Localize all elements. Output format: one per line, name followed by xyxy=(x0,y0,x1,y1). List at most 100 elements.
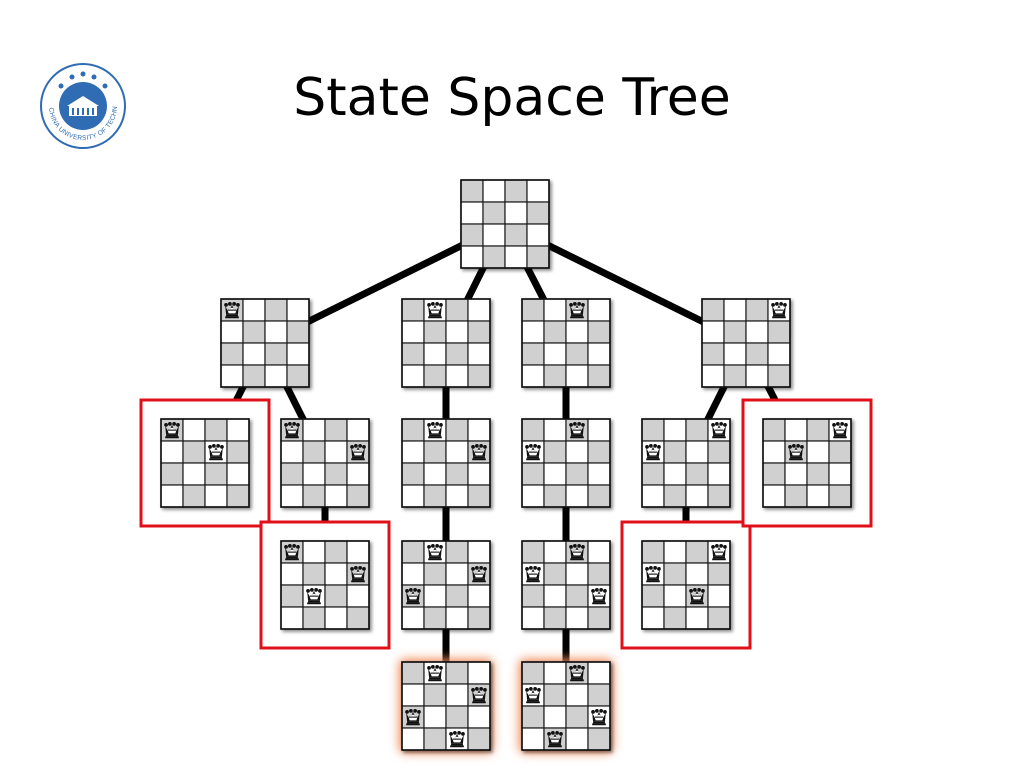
board-cell xyxy=(521,705,545,729)
board-cell xyxy=(467,484,491,508)
board-cell xyxy=(423,705,447,729)
board-cell xyxy=(745,342,769,366)
board-cell xyxy=(685,440,709,464)
board-cell xyxy=(401,462,425,486)
board-cell xyxy=(467,606,491,630)
board-cell xyxy=(445,298,469,322)
board-cell xyxy=(401,418,425,442)
board-cell xyxy=(521,342,545,366)
board-cell xyxy=(324,584,348,608)
board-cell xyxy=(220,320,244,344)
board-cell xyxy=(445,661,469,685)
board-cell xyxy=(423,462,447,486)
board-cell xyxy=(504,201,528,225)
board-cell xyxy=(467,320,491,344)
board-cell xyxy=(707,606,731,630)
board-cell xyxy=(641,462,665,486)
board-cell xyxy=(445,484,469,508)
board-cell xyxy=(204,462,228,486)
board-cell xyxy=(587,727,611,751)
board-cell xyxy=(160,462,184,486)
board-cell xyxy=(401,364,425,388)
board-cell xyxy=(543,584,567,608)
board-c1b xyxy=(280,418,370,508)
board-cell xyxy=(401,661,425,685)
board-cell xyxy=(423,484,447,508)
board-cell xyxy=(685,562,709,586)
board-cell xyxy=(346,418,370,442)
board-cell xyxy=(401,540,425,564)
board-cell xyxy=(641,606,665,630)
board-cell xyxy=(467,661,491,685)
board-cell xyxy=(280,484,304,508)
board-cell xyxy=(467,705,491,729)
board-cell xyxy=(784,462,808,486)
board-cell xyxy=(504,179,528,203)
board-cell xyxy=(767,364,791,388)
university-logo: 1952 SOUTH CHINA UNIVERSITY OF TECHNOLOG… xyxy=(36,57,127,150)
board-cell xyxy=(286,364,310,388)
board-cell xyxy=(565,705,589,729)
board-cell xyxy=(543,683,567,707)
board-cell xyxy=(423,342,447,366)
board-c3a1a xyxy=(521,661,611,751)
board-cell xyxy=(324,462,348,486)
board-cell xyxy=(685,540,709,564)
board-cell xyxy=(460,223,484,247)
board-cell xyxy=(587,661,611,685)
board-cell xyxy=(423,584,447,608)
board-cell xyxy=(587,540,611,564)
board-cell xyxy=(641,584,665,608)
board-cell xyxy=(701,364,725,388)
board-cell xyxy=(701,298,725,322)
board-cell xyxy=(467,298,491,322)
board-cell xyxy=(346,484,370,508)
board-cell xyxy=(182,484,206,508)
board-cell xyxy=(565,440,589,464)
board-cell xyxy=(182,462,206,486)
board-cell xyxy=(543,298,567,322)
board-cell xyxy=(445,440,469,464)
board-cell xyxy=(723,298,747,322)
board-cell xyxy=(467,342,491,366)
board-cell xyxy=(587,298,611,322)
board-cell xyxy=(543,364,567,388)
tree-nodes xyxy=(160,179,852,751)
board-cell xyxy=(280,606,304,630)
board-cell xyxy=(828,462,852,486)
board-cell xyxy=(641,540,665,564)
board-cell xyxy=(467,364,491,388)
board-c2a1 xyxy=(401,540,491,630)
board-cell xyxy=(521,418,545,442)
board-cell xyxy=(401,440,425,464)
board-cell xyxy=(445,705,469,729)
board-cell xyxy=(543,606,567,630)
board-cell xyxy=(663,562,687,586)
board-cell xyxy=(324,606,348,630)
board-cell xyxy=(324,484,348,508)
board-cell xyxy=(280,562,304,586)
board-cell xyxy=(806,484,830,508)
board-cell xyxy=(543,320,567,344)
board-cell xyxy=(707,484,731,508)
board-cell xyxy=(302,440,326,464)
board-cell xyxy=(565,462,589,486)
board-cell xyxy=(504,245,528,269)
board-cell xyxy=(565,342,589,366)
board-cell xyxy=(445,342,469,366)
board-c4a1 xyxy=(641,540,731,630)
board-cell xyxy=(707,462,731,486)
board-c4a xyxy=(641,418,731,508)
board-cell xyxy=(723,320,747,344)
board-cell xyxy=(226,484,250,508)
board-cell xyxy=(423,320,447,344)
board-cell xyxy=(543,440,567,464)
board-cell xyxy=(445,320,469,344)
board-cell xyxy=(401,606,425,630)
board-cell xyxy=(226,440,250,464)
board-cell xyxy=(784,418,808,442)
board-cell xyxy=(685,484,709,508)
board-cell xyxy=(264,320,288,344)
board-cell xyxy=(264,298,288,322)
board-cell xyxy=(242,364,266,388)
